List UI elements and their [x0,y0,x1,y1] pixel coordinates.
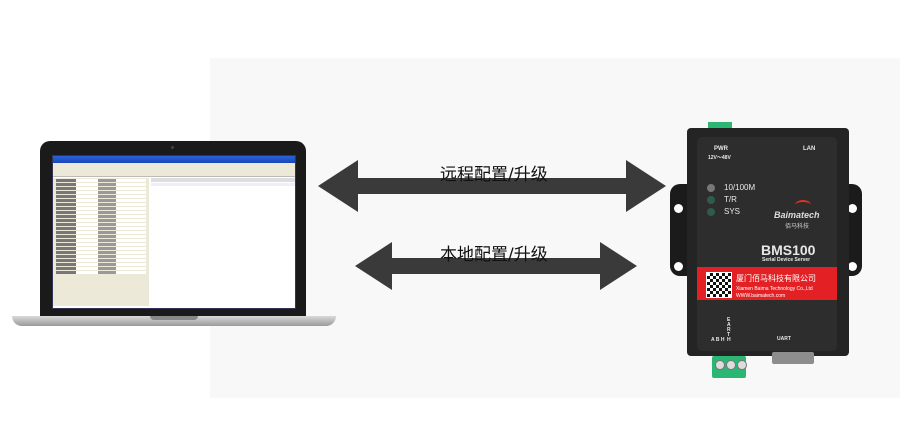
horse-logo-icon [795,200,811,210]
led-sys [707,208,715,216]
power-terminal [708,122,732,130]
brand-logo: Baimatech [774,210,820,220]
terminal-labels: A B H [711,337,725,343]
screw-icon [737,360,747,370]
led-tr [707,196,715,204]
mount-hole [674,204,683,213]
remote-double-arrow [318,160,666,212]
device-faceplate [697,137,837,351]
toolbar [53,168,295,177]
led-label: T/R [724,195,737,204]
pwr-label: PWR [714,146,728,152]
earth-label: EARTH [727,317,731,343]
device-list-pane [151,178,295,306]
window-titlebar [53,156,295,163]
parameter-pane [53,178,149,306]
camera-icon [171,146,174,149]
company-en: Xiamen Baima Technology Co.,Ltd [736,286,813,292]
mount-hole [674,262,683,271]
remote-config-label: 远程配置/升级 [440,165,548,185]
model-name: BMS100 [761,242,816,258]
company-cn: 厦门佰马科技有限公司 [736,274,816,283]
menu-bar [53,163,295,168]
led-label: SYS [724,207,741,216]
local-double-arrow [355,242,637,290]
screw-icon [726,360,736,370]
uart-label: UART [777,336,791,342]
screw-icon [715,360,725,370]
lan-label: LAN [803,146,816,152]
laptop-notch [150,316,198,320]
laptop-base [12,316,336,326]
model-subtitle: Serial Device Server [762,257,811,263]
voltage-label: 12V～48V [708,155,731,161]
mount-hole [848,204,857,213]
led-10-100m [707,184,715,192]
website: WWW.baimatech.com [736,293,786,299]
mount-hole [848,262,857,271]
db9-connector [772,352,814,364]
qr-code [706,272,732,298]
config-software-screenshot [52,155,296,309]
brand-cn: 佰马科技 [785,224,810,230]
led-label: 10/100M [724,183,756,192]
local-config-label: 本地配置/升级 [440,245,548,265]
